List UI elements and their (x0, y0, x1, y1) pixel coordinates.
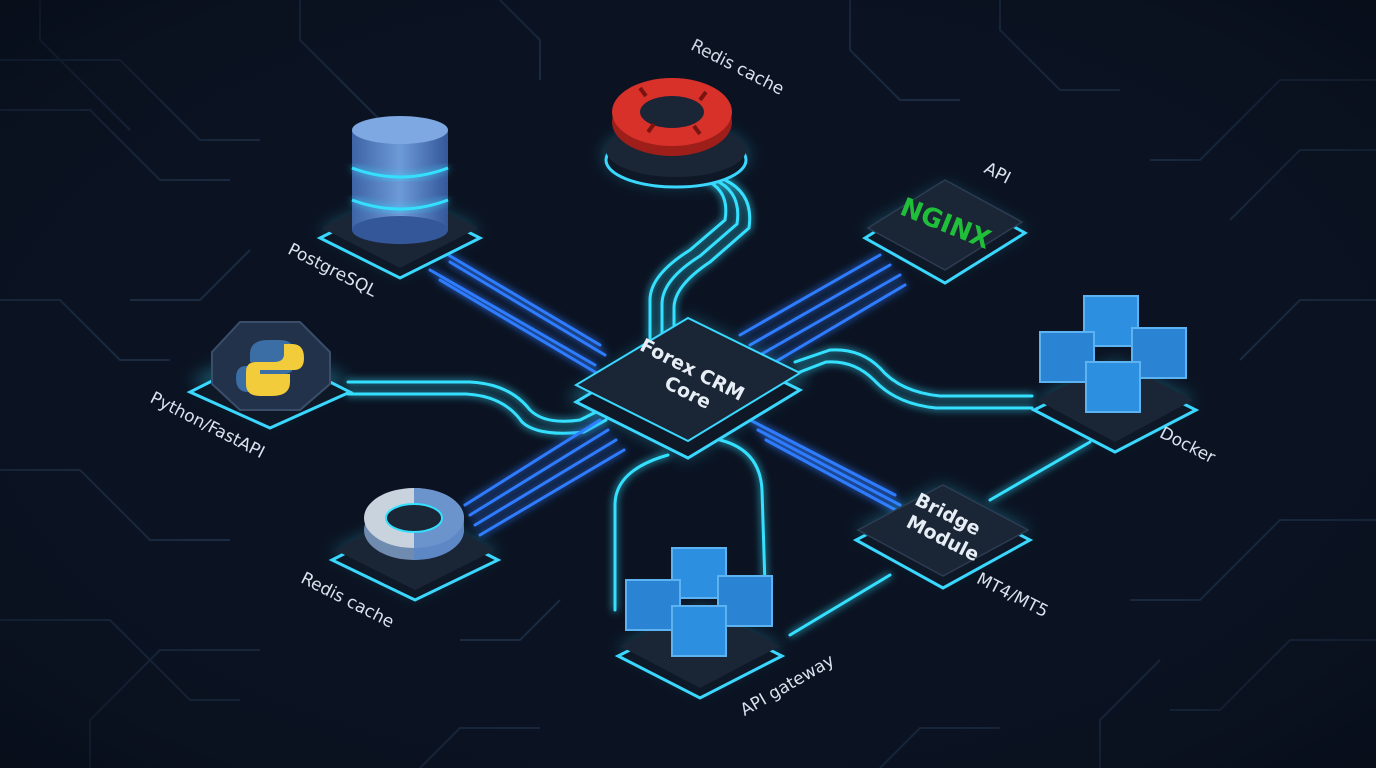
wire-postgres-core (428, 248, 607, 377)
node-redis-bottom[interactable]: Redis cache (297, 488, 502, 633)
database-icon (351, 116, 449, 244)
redis-ring-icon (612, 78, 732, 156)
wire-python-core (346, 380, 608, 435)
wire-api-core (738, 253, 907, 367)
wire-redis-core (648, 178, 752, 340)
node-redis-top[interactable]: Redis cache (604, 36, 787, 189)
api-label: API (981, 159, 1014, 189)
wire-docker-core (793, 348, 1034, 410)
wire-core-bridge (748, 418, 907, 517)
wire-redisbottom-core (463, 418, 626, 537)
docker-label: Docker (1156, 423, 1218, 468)
node-python[interactable]: Python/FastAPI (147, 321, 354, 463)
node-docker[interactable]: Docker (1030, 295, 1218, 468)
wire-bridge-docker (988, 440, 1092, 502)
node-gateway[interactable]: API gateway (614, 547, 838, 721)
bridge-caption: MT4/MT5 (973, 569, 1051, 622)
node-postgres[interactable]: PostgreSQL (284, 116, 484, 302)
python-logo-icon (211, 321, 331, 411)
wire-bridge-gateway (788, 573, 892, 637)
ring-icon (364, 488, 464, 560)
